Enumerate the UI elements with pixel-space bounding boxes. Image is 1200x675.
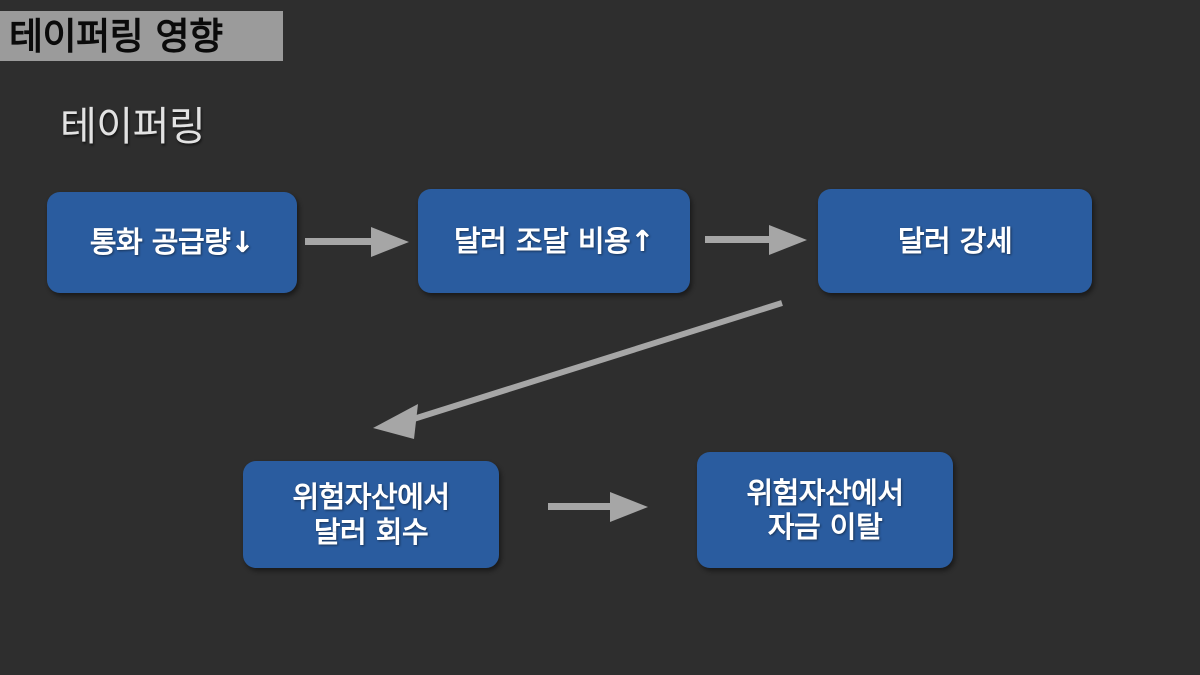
diagram-node-capital-flight: 위험자산에서 자금 이탈 — [697, 452, 953, 568]
slide-subtitle: 테이퍼링 — [60, 104, 206, 150]
diagram-node-label: 통화 공급량↓ — [89, 225, 255, 260]
diagram-node-dollar-strong: 달러 강세 — [818, 189, 1092, 293]
diagram-node-recall-dollar: 위험자산에서 달러 회수 — [243, 461, 499, 568]
arrow-right-icon — [305, 227, 409, 257]
diagram-node-label: 달러 강세 — [897, 223, 1013, 258]
diagram-node-label: 위험자산에서 달러 회수 — [292, 480, 450, 549]
diagram-node-dollar-cost: 달러 조달 비용↑ — [418, 189, 690, 293]
arrow-down-left-icon — [373, 300, 783, 439]
arrow-right-icon — [705, 225, 807, 255]
slide-title-banner: 테이퍼링 영향 — [0, 11, 283, 61]
diagram-node-money-supply: 통화 공급량↓ — [47, 192, 297, 293]
diagram-node-label: 위험자산에서 자금 이탈 — [746, 475, 904, 544]
page-title: 테이퍼링 영향 — [9, 14, 223, 58]
diagram-node-label: 달러 조달 비용↑ — [453, 223, 655, 258]
arrow-right-icon — [548, 492, 648, 522]
